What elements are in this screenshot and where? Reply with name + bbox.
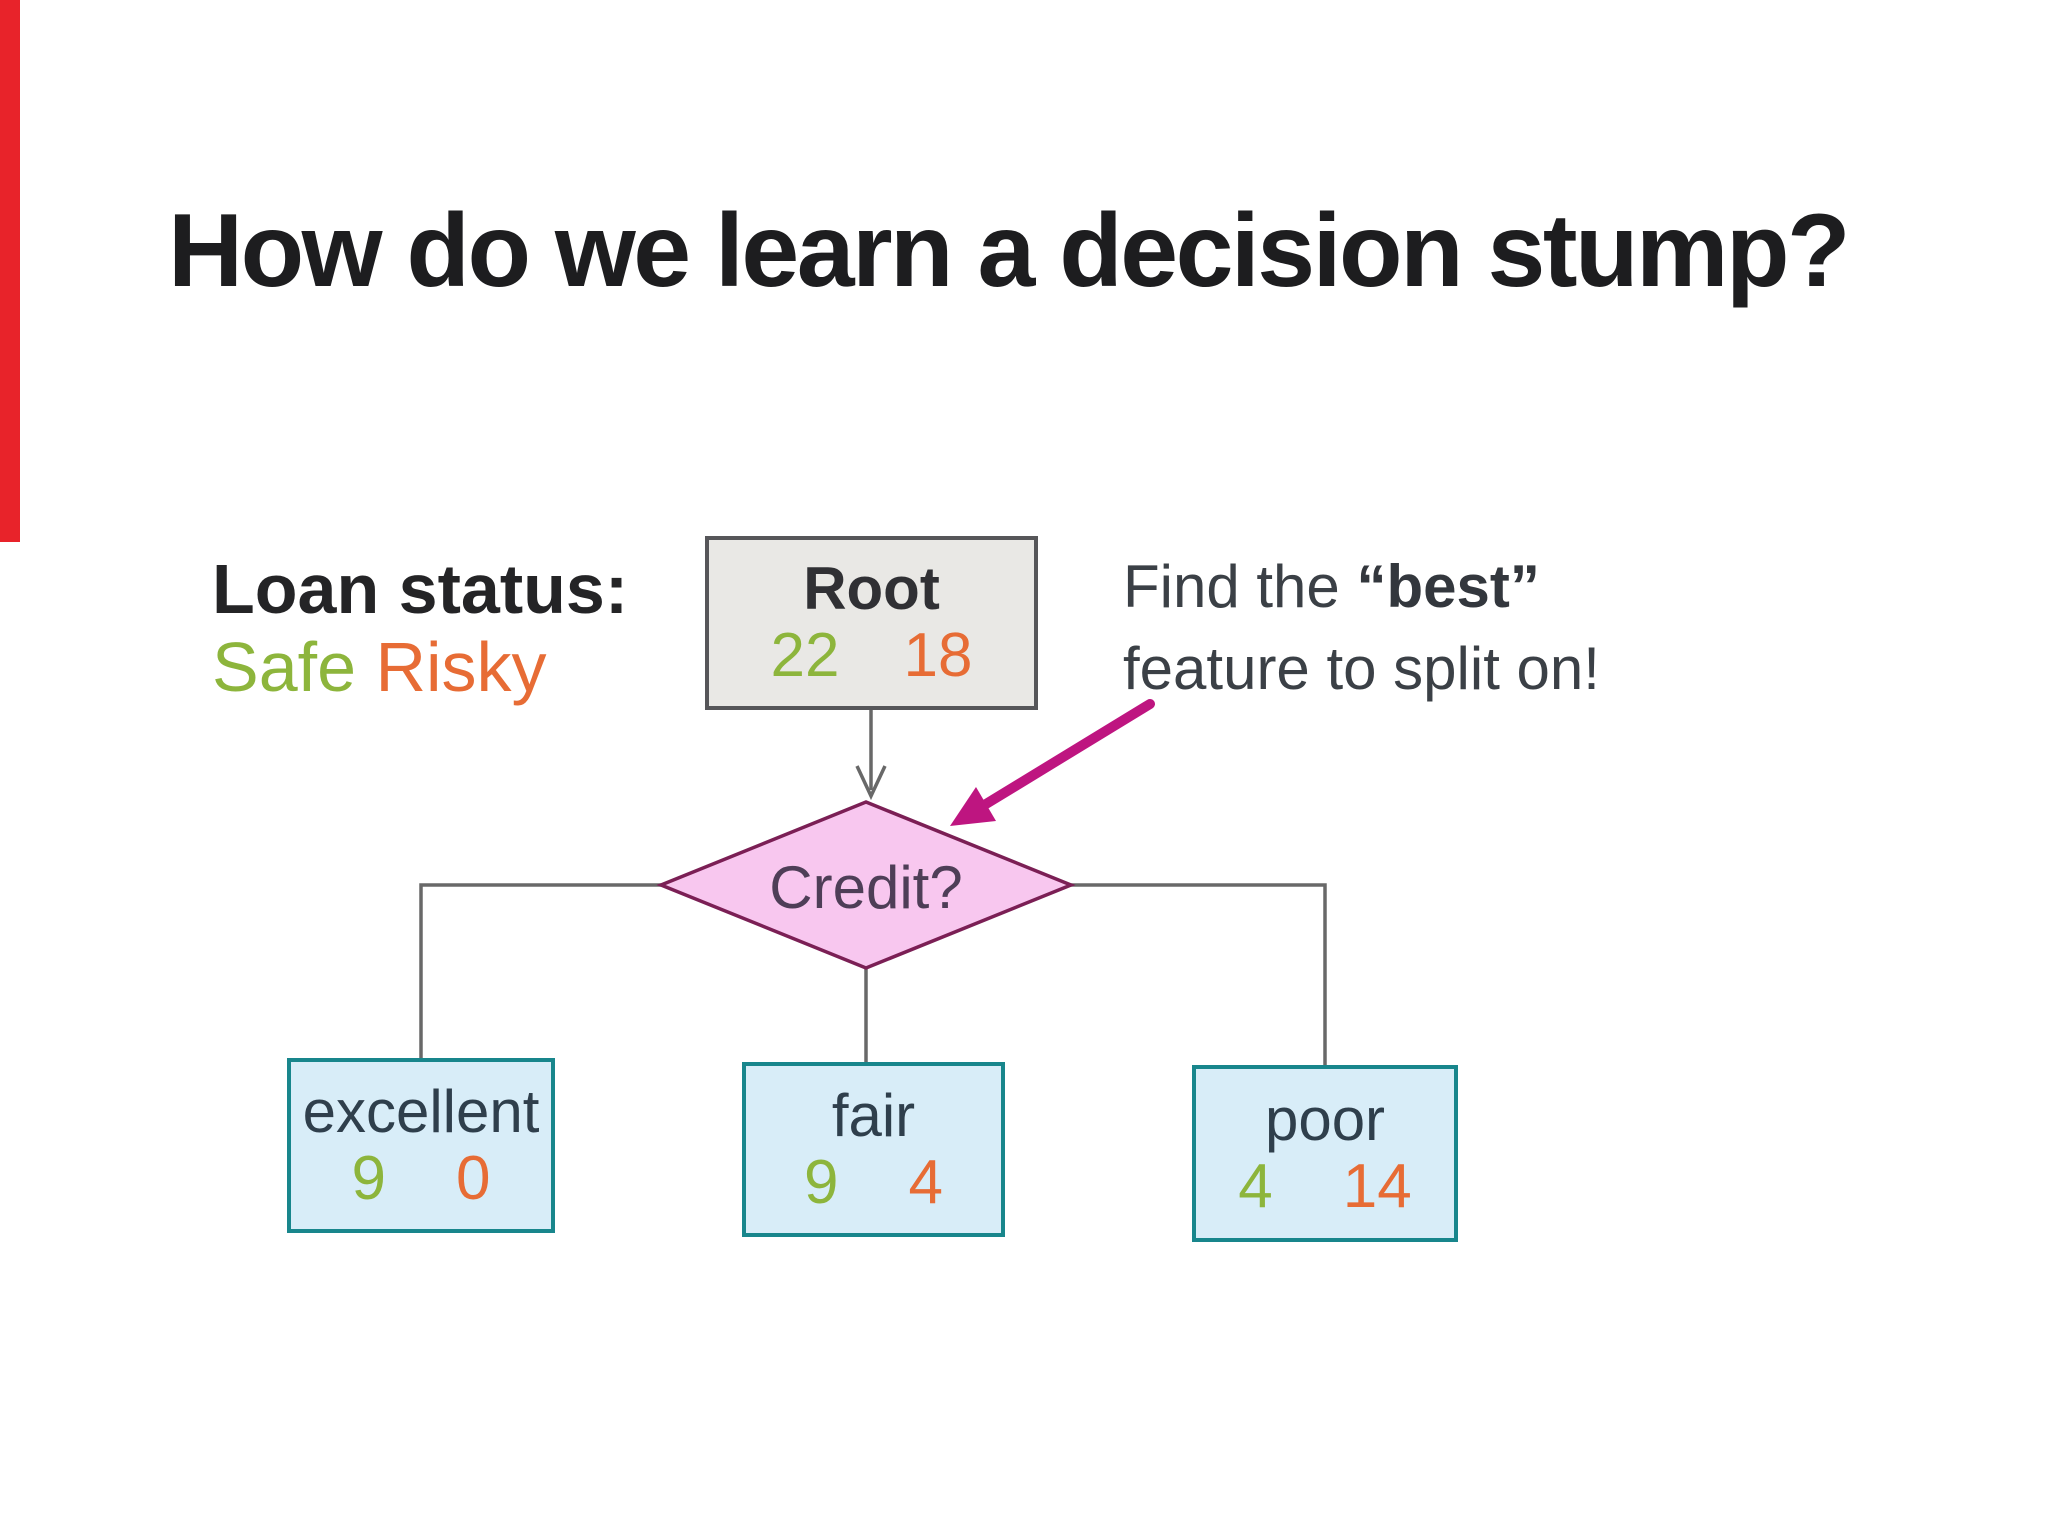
split-question-label: Credit? xyxy=(769,854,963,921)
leaf-safe-count: 9 xyxy=(804,1147,839,1217)
leaf-counts: 9 0 xyxy=(351,1143,491,1213)
connector-split-to-poor xyxy=(1071,883,1327,1065)
leaf-node-fair: fair 9 4 xyxy=(742,1062,1005,1237)
leaf-counts: 9 4 xyxy=(804,1147,943,1217)
best-feature-arrowhead-icon xyxy=(950,787,996,826)
annotation-best-word: “best” xyxy=(1356,553,1540,620)
legend-title: Loan status: xyxy=(212,550,629,628)
loan-status-legend: Loan status: Safe Risky xyxy=(212,550,628,706)
root-label: Root xyxy=(803,555,940,622)
legend-values: Safe Risky xyxy=(212,628,628,706)
leaf-label: fair xyxy=(831,1081,916,1149)
leaf-label: excellent xyxy=(302,1077,540,1145)
leaf-risky-count: 14 xyxy=(1342,1151,1412,1221)
decision-diamond xyxy=(656,800,1076,970)
annotation-note: Find the “best” feature to split on! xyxy=(1123,546,1600,710)
connector-split-to-excellent xyxy=(419,883,661,1058)
root-safe-count: 22 xyxy=(770,621,840,690)
annotation-line1: Find the “best” xyxy=(1123,546,1600,628)
root-risky-count: 18 xyxy=(903,621,973,690)
root-counts: 22 18 xyxy=(771,622,973,690)
leaf-risky-count: 0 xyxy=(456,1143,491,1213)
leaf-node-excellent: excellent 9 0 xyxy=(287,1058,555,1233)
root-node: Root 22 18 xyxy=(705,536,1038,710)
annotation-line2: feature to split on! xyxy=(1123,635,1600,702)
leaf-risky-count: 4 xyxy=(908,1147,943,1217)
leaf-counts: 4 14 xyxy=(1238,1151,1412,1221)
annotation-line1-prefix: Find the xyxy=(1123,553,1357,620)
leaf-node-poor: poor 4 14 xyxy=(1192,1065,1458,1242)
arrow-down-icon xyxy=(855,765,887,801)
red-accent-bar xyxy=(0,0,20,542)
leaf-safe-count: 9 xyxy=(351,1143,386,1213)
leaf-safe-count: 4 xyxy=(1238,1151,1273,1221)
slide-title: How do we learn a decision stump? xyxy=(168,193,1851,309)
best-feature-arrow xyxy=(981,699,1155,809)
leaf-label: poor xyxy=(1264,1085,1386,1153)
legend-risky-label: Risky xyxy=(375,628,547,706)
legend-safe-label: Safe xyxy=(212,628,356,706)
